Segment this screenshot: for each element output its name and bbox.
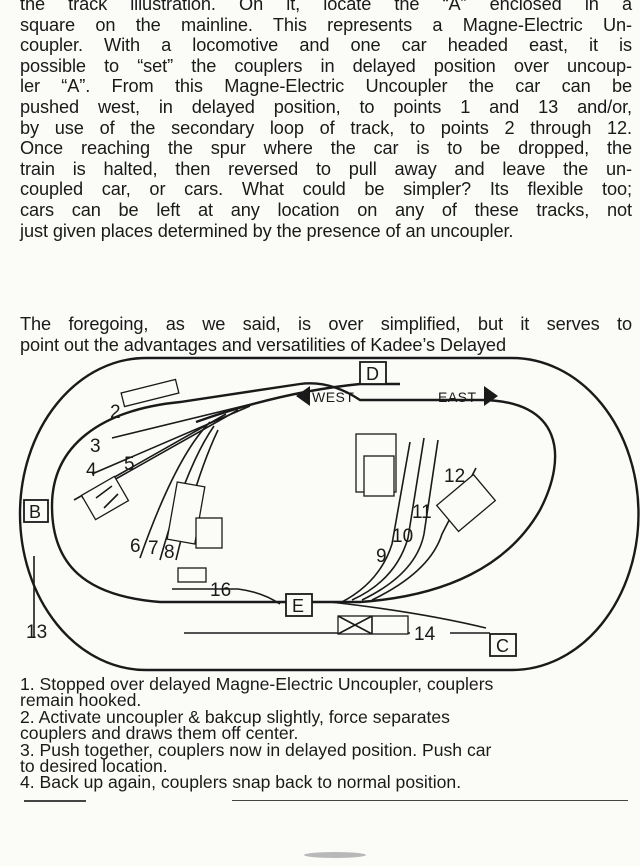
- intro-line: coupled car, or cars. What could be simp…: [20, 179, 632, 200]
- track-diagram: WEST EAST A D B E C 1 2 3 4 5 6 7 8 9 10…: [18, 356, 640, 672]
- spur-label-15: 15: [586, 356, 607, 358]
- spur-label-2: 2: [110, 402, 121, 423]
- intro-line: cars can be left at any location on any …: [20, 199, 632, 220]
- east-arrow-icon: [484, 386, 498, 406]
- intro-paragraph: the track illustration. On it, locate th…: [20, 0, 632, 241]
- car-spur-16: [177, 567, 207, 583]
- spur-2-track: [111, 401, 261, 439]
- intro-line: square on the mainline. This represents …: [20, 14, 632, 35]
- intro-line: the track illustration. On it, locate th…: [20, 0, 632, 14]
- spur-14-track: [184, 601, 490, 634]
- svg-text:B: B: [29, 502, 41, 522]
- step-line: 2. Activate uncoupler & bakcup slightly,…: [20, 706, 450, 727]
- intro-line: coupler. With a locomotive and one car h…: [20, 35, 632, 56]
- scan-smudge: [304, 852, 366, 858]
- intro-line: ler “A”. From this Magne-Electric Uncoup…: [20, 76, 632, 97]
- house-left-roof: [95, 485, 119, 509]
- spur-6-track: [139, 421, 211, 559]
- spur-10-track: [351, 437, 425, 601]
- secondary-loop: [50, 382, 557, 604]
- spur-label-6: 6: [130, 536, 141, 557]
- spur-label-7: 7: [148, 538, 159, 559]
- spur-label-3: 3: [90, 436, 101, 457]
- uncoupler-d: D: [359, 361, 387, 385]
- spur-label-8: 8: [164, 542, 175, 563]
- spur-16-track: [172, 588, 281, 605]
- house-right: [435, 473, 497, 533]
- east-label: EAST: [438, 389, 477, 405]
- spur-11-track: [361, 439, 439, 601]
- car-spur-14: [337, 615, 409, 635]
- building-center-b: [363, 455, 395, 497]
- spur-label-12: 12: [444, 466, 465, 487]
- svg-text:E: E: [292, 596, 304, 616]
- uncoupler-e: E: [285, 593, 313, 617]
- crossover-d: [195, 382, 400, 424]
- steps-list: 1. Stopped over delayed Magne-Electric U…: [20, 674, 632, 793]
- car-spur-14-x: [337, 615, 373, 635]
- spur-label-9: 9: [376, 546, 387, 567]
- mainline-loop: [18, 356, 640, 672]
- west-label: WEST: [312, 389, 354, 405]
- spur-label-14: 14: [414, 624, 436, 645]
- step-line: to desired location.: [20, 756, 168, 777]
- intro-line: possible to “set” the couplers in delaye…: [20, 55, 632, 76]
- intro-line: Once reaching the spur where the car is …: [20, 138, 632, 159]
- intro-line: by use of the secondary loop of track, t…: [20, 117, 632, 138]
- step-line: 1. Stopped over delayed Magne-Electric U…: [20, 674, 494, 694]
- spur-7-track: [159, 425, 215, 561]
- step-line: remain hooked.: [20, 690, 142, 711]
- spur-label-16: 16: [210, 580, 231, 601]
- intro-line: pushed west, in delayed position, to poi…: [20, 96, 632, 117]
- west-arrow-icon: [296, 386, 310, 406]
- house-left: [80, 475, 130, 521]
- spur-label-4: 4: [86, 460, 97, 481]
- car-spur-2: [120, 378, 180, 408]
- second-paragraph: The foregoing, as we said, is over simpl…: [20, 314, 632, 355]
- uncoupler-c: C: [489, 633, 517, 657]
- intro-line: just given places determined by the pres…: [20, 220, 514, 241]
- building-spur-8-b: [195, 517, 223, 549]
- step-line: couplers and draws them off center.: [20, 723, 299, 744]
- step-line: 3. Push together, couplers now in delaye…: [20, 739, 492, 760]
- svg-text:C: C: [496, 636, 509, 656]
- second-line: point out the advantages and versatiliti…: [20, 334, 506, 355]
- spur-label-11: 11: [412, 502, 432, 523]
- spur-12-track: [371, 467, 477, 601]
- spur-label-13: 13: [26, 622, 47, 643]
- footer-rule-left: [24, 800, 86, 802]
- intro-line: train is halted, then reversed to pull a…: [20, 158, 632, 179]
- step-line: 4. Back up again, couplers snap back to …: [20, 772, 462, 793]
- uncoupler-b: B: [23, 499, 49, 523]
- second-line: The foregoing, as we said, is over simpl…: [20, 314, 632, 334]
- svg-text:D: D: [366, 364, 379, 384]
- spur-label-10: 10: [392, 526, 413, 547]
- spur-label-5: 5: [124, 454, 135, 475]
- spur-9-track: [341, 441, 411, 603]
- footer-rule-right: [232, 800, 628, 801]
